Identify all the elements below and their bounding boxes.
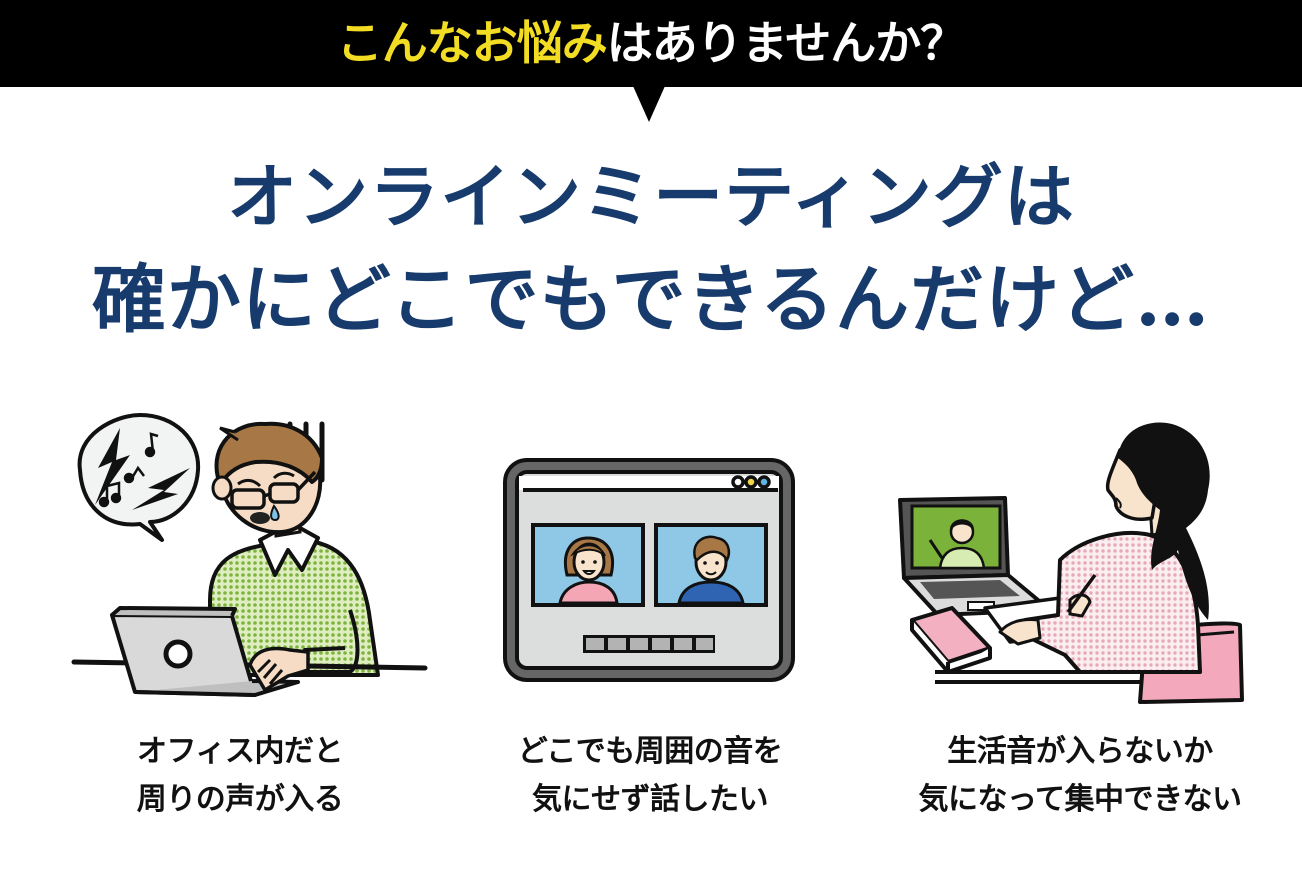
caption-line-2: 気にせず話したい	[532, 782, 769, 817]
header-pointer-triangle	[633, 86, 665, 122]
video-tile-woman	[531, 523, 645, 607]
book-icon	[910, 606, 992, 674]
laptop-lesson-icon	[898, 496, 1052, 617]
caption-line-1: オフィス内だと	[137, 734, 343, 769]
headline-line-2: 確かにどこでもできるんだけど…	[91, 257, 1211, 343]
laptop-icon	[110, 606, 300, 697]
caption-talk-anywhere: どこでも周囲の音を 気にせず話したい	[470, 728, 830, 824]
headline-line-1: オンラインミーティングは	[227, 155, 1075, 238]
panel-home-noise	[890, 410, 1250, 710]
caption-line-1: 生活音が入らないか	[947, 734, 1213, 769]
window-dots-icon	[731, 475, 771, 489]
caption-home-noise: 生活音が入らないか 気になって集中できない	[880, 728, 1280, 824]
header-title-rest: はありませんか？	[606, 15, 967, 70]
tablet-video-call-illustration	[503, 458, 795, 682]
woman-studying-illustration	[898, 422, 1244, 704]
video-tile-man	[654, 523, 768, 607]
panel-talk-anywhere	[495, 450, 805, 750]
caption-line-2: 周りの声が入る	[136, 782, 344, 817]
caption-line-1: どこでも周囲の音を	[517, 734, 783, 769]
header-title: こんなお悩みはありませんか？	[337, 20, 967, 66]
panel-office-noise	[60, 410, 440, 710]
speech-bubble-icon	[77, 413, 201, 542]
header-banner: こんなお悩みはありませんか？	[0, 0, 1302, 87]
header-title-highlight: こんなお悩み	[336, 15, 608, 70]
man-at-laptop-illustration	[71, 413, 428, 697]
glasses-icon	[230, 470, 317, 510]
caption-office-noise: オフィス内だと 周りの声が入る	[80, 728, 400, 824]
call-controls-bar	[583, 635, 715, 653]
caption-line-2: 気になって集中できない	[918, 782, 1243, 817]
